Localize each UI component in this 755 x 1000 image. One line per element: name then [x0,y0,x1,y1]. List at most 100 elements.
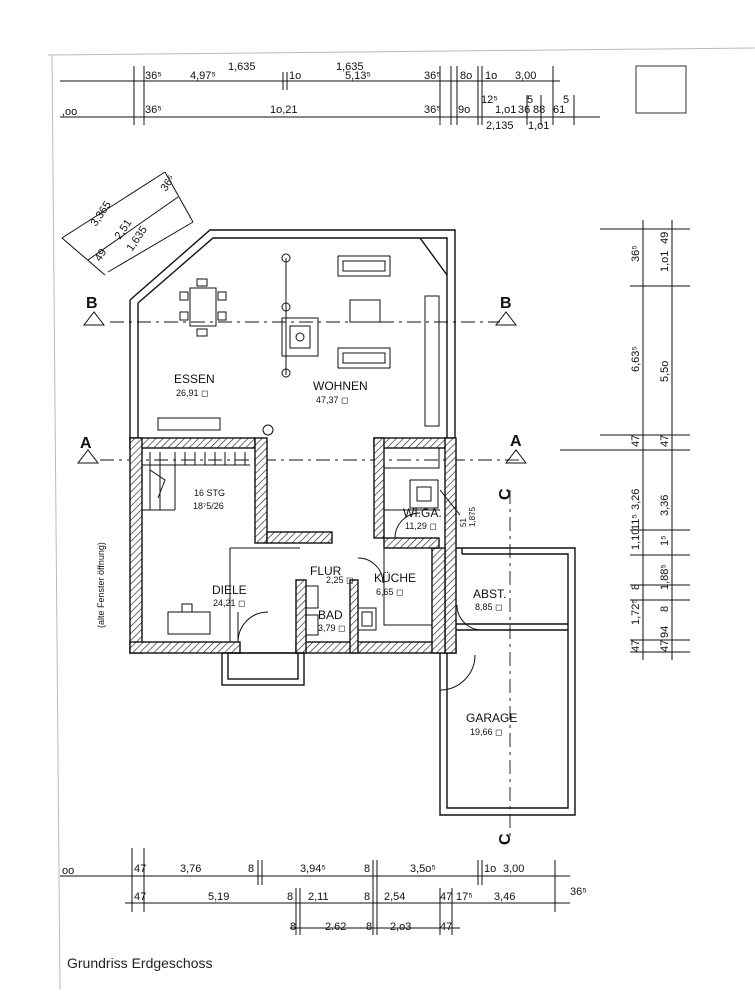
dim-top2-3: 36⁵ [424,104,441,116]
dim-bottom3-1: 2.62 [325,921,346,933]
room-kueche-area: 6,65 ◻ [376,587,404,597]
dim-right-3: 6,63⁵ [630,346,642,372]
dim-top2-0: ,oo [62,106,77,118]
diagonal-dimension-labels: 3,365 36⁵ 49 2,51 1,635 [89,173,178,264]
dim-right-9: 1,10 [630,529,642,550]
room-labels: ESSEN 26,91 ◻ WOHNEN 47,37 ◻ 16 STG 18⁷5… [96,372,517,737]
dim-right-16: 94 [659,626,671,638]
dim-right-4: 5,5o [659,361,671,382]
dim-bottom2-7: 17⁵ [456,891,473,903]
dim-bottom1-0: oo [62,865,74,877]
section-markers: B B A A C C [76,295,528,845]
dim-top1-5: 5,13⁵ [345,70,371,82]
room-wohnen-area: 47,37 ◻ [316,395,349,405]
bottom-dimension-labels: oo 47 3,76 8 3,94⁵ 8 3,5o⁵ 1o 3,00 47 5,… [62,863,587,933]
dim-top2-4: 9o [458,104,470,116]
dim-bottom1-4: 3,94⁵ [300,863,326,875]
dim-bottom2-6: 47 [440,891,452,903]
interior-fixtures [142,253,575,691]
dim-right-1: 1,o1 [659,251,671,272]
dim-bottom2-2: 8 [287,891,293,903]
room-wiga-area: 11,29 ◻ [405,521,437,531]
dim-top2-12: 2,135 [486,120,514,132]
room-stairs-name: 16 STG [194,488,225,498]
dim-right-18: 47 [659,640,671,652]
dim-top1-0: 36⁵ [145,70,162,82]
dim-bottom2-3: 2,11 [308,891,329,903]
dim-top2-6: 1,o1 [495,104,516,116]
room-wiga-name: WI.GA. [403,506,442,520]
room-kueche-name: KÜCHE [374,571,416,585]
dim-top1-9: 3,00 [515,70,536,82]
dim-top2-13: 1,o1 [528,120,549,132]
dim-bottom3-3: 2,o3 [390,921,411,933]
dim-right-2: 49 [659,232,671,244]
room-diele-area: 24,21 ◻ [213,598,246,608]
dim-bottom3-0: 8 [290,921,296,933]
dim-bottom2-8: 3,46 [494,891,515,903]
staircase [142,452,250,511]
dim-bottom2-4: 8 [364,891,370,903]
room-essen-area: 26,91 ◻ [176,388,209,398]
room-bad-area: 3,79 ◻ [318,623,346,633]
section-mark-a-left: A [80,435,92,452]
diagonal-dimension [61,171,194,276]
dim-right-13: 1,88⁵ [659,564,671,590]
dim-bottom2-1: 5,19 [208,891,229,903]
room-stairs-area: 18⁷5/26 [193,501,224,511]
dim-right-12: 8 [630,584,642,590]
dim-right-7: 3,26 [630,489,642,510]
dim-right-15: 8 [659,606,671,612]
room-abst-name: ABST. [473,587,506,601]
plan-caption: Grundriss Erdgeschoss [67,955,213,971]
misc-dim-1: 1,875 [468,506,477,527]
room-flur-area: 2,25 ◻ [326,575,354,585]
dim-right-6: 47 [659,435,671,447]
old-window-note: (alte Fenster öffnung) [96,542,106,628]
room-abst-area: 8,85 ◻ [475,602,503,612]
dim-bottom3-4: 47 [440,921,452,933]
dim-top1-4: 1,635 [336,61,364,73]
bottom-dimension-lines [60,848,570,935]
room-wohnen-name: WOHNEN [313,379,368,393]
dim-top1-1: 4,97⁵ [190,70,216,82]
dim-top2-11: 5 [563,94,569,106]
room-flur-name: FLUR [310,564,342,578]
section-lines [100,321,520,840]
section-mark-c-bottom: C [497,833,514,845]
room-garage-name: GARAGE [466,711,517,725]
top-dimension-labels: 36⁵ 4,97⁵ 1,635 1o 1,635 5,13⁵ 36⁵ 8o 1o… [62,61,569,132]
dim-right-5: 47 [630,435,642,447]
dim-diag-2: 49 [93,247,110,264]
dim-bottom1-8: 3,00 [503,863,524,875]
dim-top1-3: 1o [289,70,301,82]
right-dimension-labels: 36⁵ 1,o1 49 6,63⁵ 5,5o 47 47 3,26 3,36 1… [630,232,671,652]
dim-top2-10: 61 [553,104,565,116]
room-diele-name: DIELE [212,583,247,597]
room-essen-name: ESSEN [174,372,215,386]
dim-right-0: 36⁵ [630,245,642,262]
dim-top2-9: 5 [527,94,533,106]
dim-bottom2-5: 2,54 [384,891,405,903]
dim-top1-2: 1,635 [228,61,256,73]
dim-bottom1-3: 8 [248,863,254,875]
dim-bottom2-9: 36⁵ [570,886,587,898]
walls [129,229,576,816]
dim-bottom3-2: 8 [366,921,372,933]
section-mark-b-left: B [86,295,98,312]
top-dimension-lines [60,66,600,125]
dim-top2-5: 12⁵ [481,94,498,106]
dim-top2-1: 36⁵ [145,104,162,116]
dim-top1-8: 1o [485,70,497,82]
dim-top2-7: 36 [518,104,530,116]
dim-top1-7: 8o [460,70,472,82]
section-mark-c-top: C [497,488,514,500]
section-mark-a-right: A [510,433,522,450]
dim-diag-0: 3,365 [89,199,114,229]
dim-bottom1-6: 3,5o⁵ [410,863,436,875]
dim-top1-6: 36⁵ [424,70,441,82]
dim-right-11: 1⁵ [659,535,671,546]
dim-right-17: 47 [630,640,642,652]
